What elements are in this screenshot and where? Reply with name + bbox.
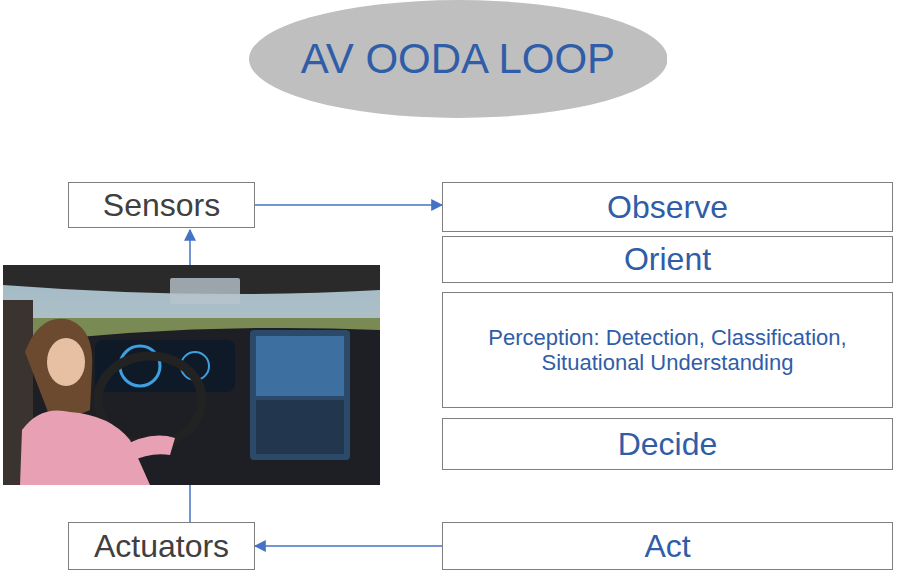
title-ellipse: AV OODA LOOP (249, 0, 668, 118)
node-text: Perception: Detection, Classification, S… (453, 325, 882, 376)
node-text: Sensors (103, 187, 220, 224)
phase-box: Act (442, 522, 893, 570)
node-text: Act (644, 528, 690, 565)
sensor-box: Sensors (68, 182, 255, 228)
node-text: Observe (607, 189, 728, 226)
node-text: Actuators (94, 528, 229, 565)
sensor-link (189, 230, 191, 265)
node-text: Decide (618, 426, 718, 463)
arrow-connector (255, 204, 442, 206)
node-text: Orient (624, 241, 711, 278)
phase-box: Decide (442, 418, 893, 470)
perception-box: Perception: Detection, Classification, S… (442, 292, 893, 408)
node-text: AV OODA LOOP (301, 35, 615, 83)
arrow-connector (255, 545, 442, 547)
actuator-link (189, 485, 191, 522)
actuator-box: Actuators (68, 522, 255, 570)
phase-box: Observe (442, 182, 893, 232)
phase-box: Orient (442, 236, 893, 283)
car-photo (3, 265, 380, 485)
